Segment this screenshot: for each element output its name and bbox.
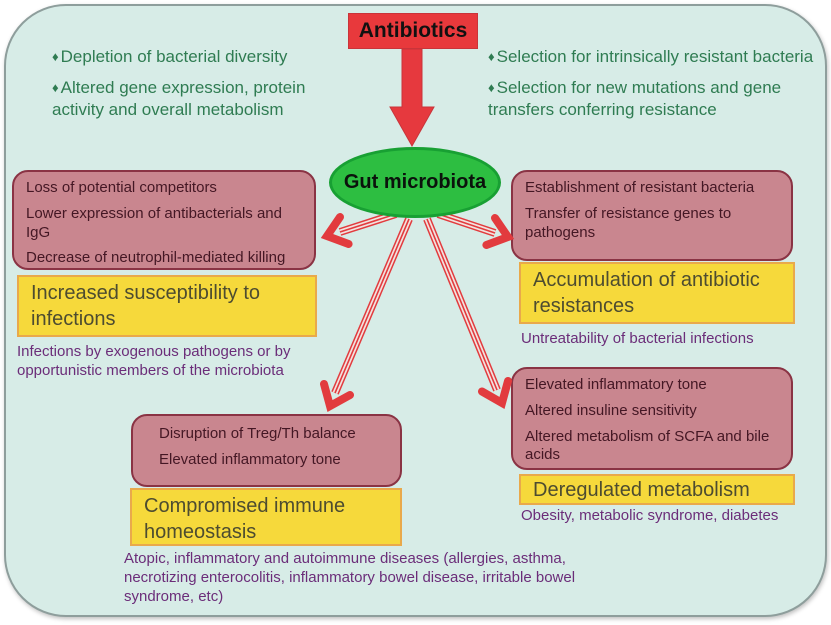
diamond-bullet-icon: ♦ <box>52 79 59 95</box>
mechanism-line: Altered metabolism of SCFA and bile acid… <box>525 427 770 464</box>
outcome-box-immune: Compromised immune homeostasis <box>130 488 402 546</box>
effect-bullet-item: ♦Selection for new mutations and gene tr… <box>488 77 820 121</box>
outcome-box-infections: Increased susceptibility to infections <box>17 275 317 337</box>
effect-text: Selection for intrinsically resistant ba… <box>496 47 814 66</box>
effect-bullet-item: ♦Depletion of bacterial diversity <box>52 46 324 68</box>
mechanism-line: Establishment of resistant bacteria <box>525 179 755 196</box>
effects-list-left: ♦Depletion of bacterial diversity ♦Alter… <box>52 46 324 129</box>
antibiotics-box: Antibiotics <box>348 13 478 49</box>
gut-microbiota-node: Gut microbiota <box>329 147 501 218</box>
mechanism-line: Lower expression of antibacterials and I… <box>26 204 282 241</box>
mechanisms-box-immune: Disruption of Treg/Th balance Elevated i… <box>131 414 402 487</box>
mechanism-line: Elevated inflammatory tone <box>159 450 341 468</box>
effect-text: Selection for new mutations and gene tra… <box>488 77 782 119</box>
gut-microbiota-label: Gut microbiota <box>343 171 487 193</box>
mechanism-line: Decrease of neutrophil-mediated killing <box>26 249 286 267</box>
effects-list-right: ♦Selection for intrinsically resistant b… <box>488 46 820 129</box>
mechanisms-box-resistance: Establishment of resistant bacteria Tran… <box>511 170 793 261</box>
antibiotics-label: Antibiotics <box>358 19 468 42</box>
effect-bullet-item: ♦Altered gene expression, protein activi… <box>52 77 324 121</box>
effect-bullet-item: ♦Selection for intrinsically resistant b… <box>488 46 820 68</box>
outcome-box-resistance: Accumulation of antibiotic resistances <box>519 262 795 324</box>
mechanisms-box-infections: Loss of potential competitors Lower expr… <box>12 170 316 270</box>
mechanism-line: Loss of potential competitors <box>26 179 217 196</box>
effect-text: Depletion of bacterial diversity <box>60 47 288 66</box>
consequence-note-infections: Infections by exogenous pathogens or by … <box>17 343 291 380</box>
diamond-bullet-icon: ♦ <box>52 49 59 64</box>
mechanism-line: Altered insuline sensitivity <box>525 401 697 419</box>
consequence-note-metabolism: Obesity, metabolic syndrome, diabetes <box>521 507 779 524</box>
outcome-box-metabolism: Deregulated metabolism <box>519 474 795 505</box>
diamond-bullet-icon: ♦ <box>488 49 495 64</box>
effect-text: Altered gene expression, protein activit… <box>52 77 306 119</box>
consequence-note-resistance: Untreatability of bacterial infections <box>521 330 754 347</box>
mechanism-line: Elevated inflammatory tone <box>525 376 707 393</box>
mechanism-line: Disruption of Treg/Th balance <box>159 425 356 442</box>
consequence-note-immune: Atopic, inflammatory and autoimmune dise… <box>124 550 576 606</box>
diamond-bullet-icon: ♦ <box>488 79 495 95</box>
mechanisms-box-metabolism: Elevated inflammatory tone Altered insul… <box>511 367 793 470</box>
mechanism-line: Transfer of resistance genes to pathogen… <box>525 204 732 241</box>
